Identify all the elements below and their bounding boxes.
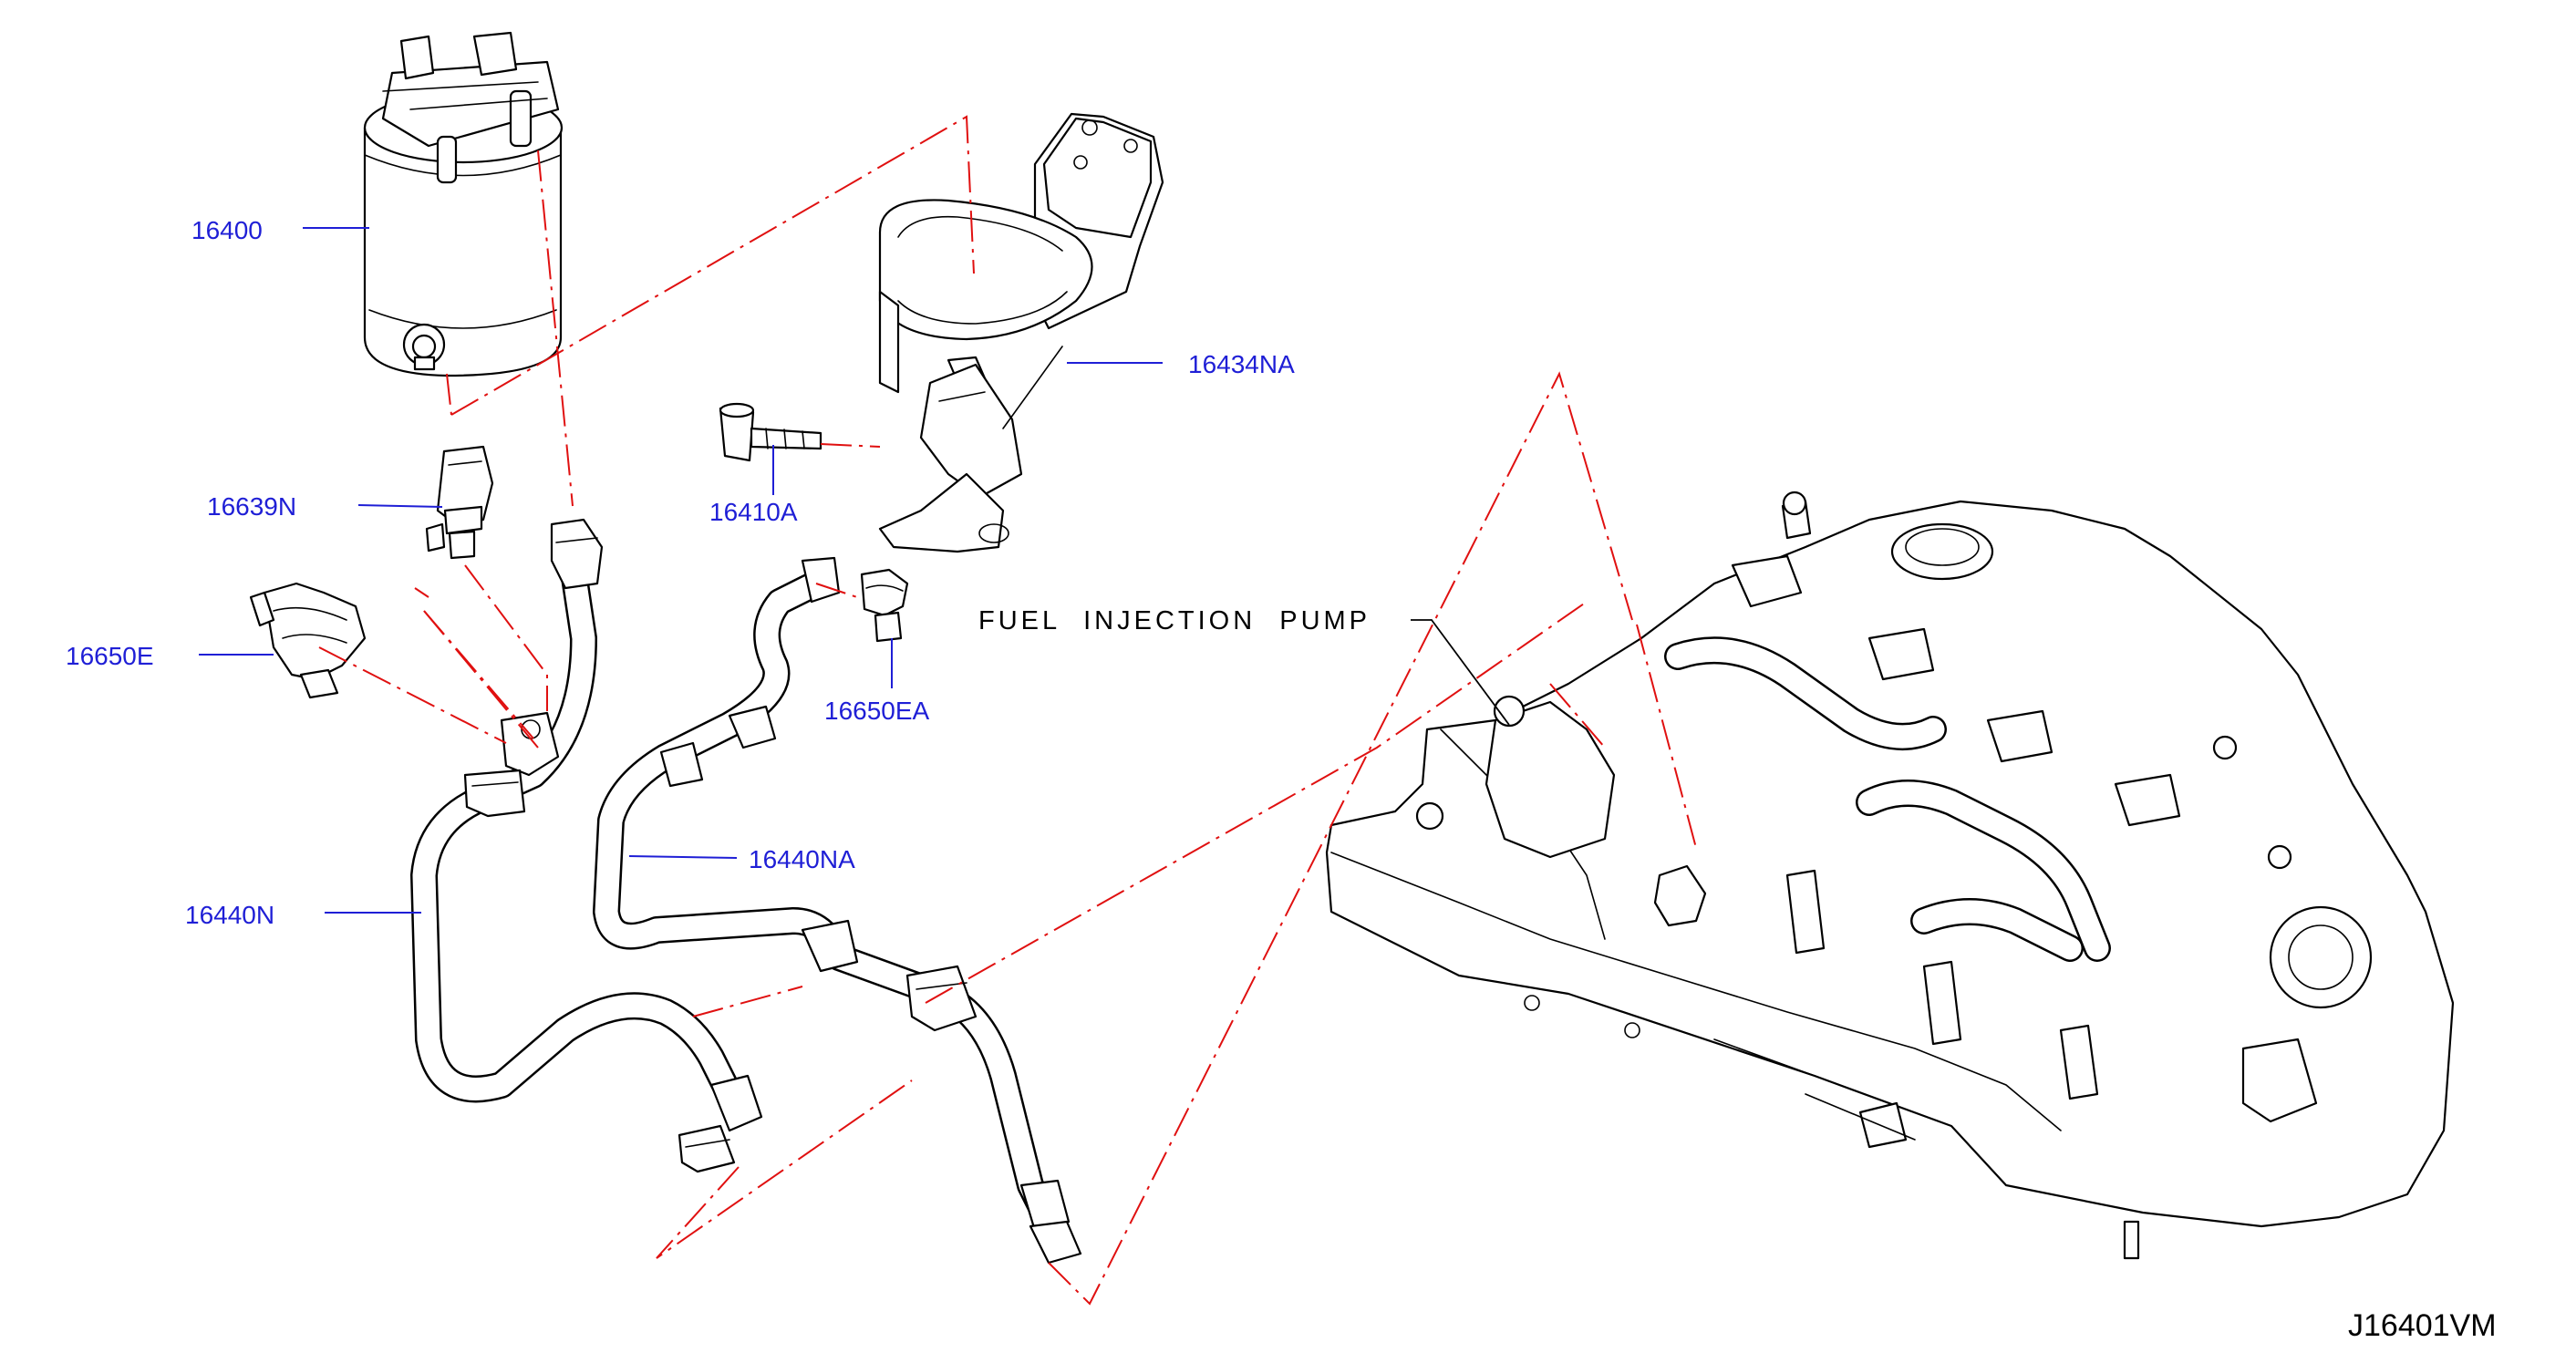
callout-16650ea: 16650EA [824,697,930,725]
bolt-part [719,402,822,462]
callout-16434na: 16434NA [1188,350,1295,378]
callout-16440n: 16440N [185,901,275,929]
clip-part-16650ea [860,568,909,643]
callout-16639n: 16639N [207,492,297,521]
fuel-hose-16440n [410,518,763,1173]
callout-16410a: 16410A [709,498,798,526]
fuel-hose-16440na [593,556,1082,1265]
callout-16650e: 16650E [66,642,154,670]
fuel-filter-part [363,31,564,377]
phantom-connection-lines [318,115,1697,1306]
filter-bracket-part [878,112,1164,553]
clip-part-16650e [249,582,367,699]
callout-16440na: 16440NA [749,845,855,873]
callout-16400: 16400 [191,216,263,244]
fuel-sensor-part [425,445,494,560]
diagram-code: J16401VM [2348,1308,2497,1343]
fuel-injection-pump-label: FUEL INJECTION PUMP [978,606,1371,635]
engine-assembly-part [1325,491,2455,1260]
leader-lines [199,227,1510,914]
